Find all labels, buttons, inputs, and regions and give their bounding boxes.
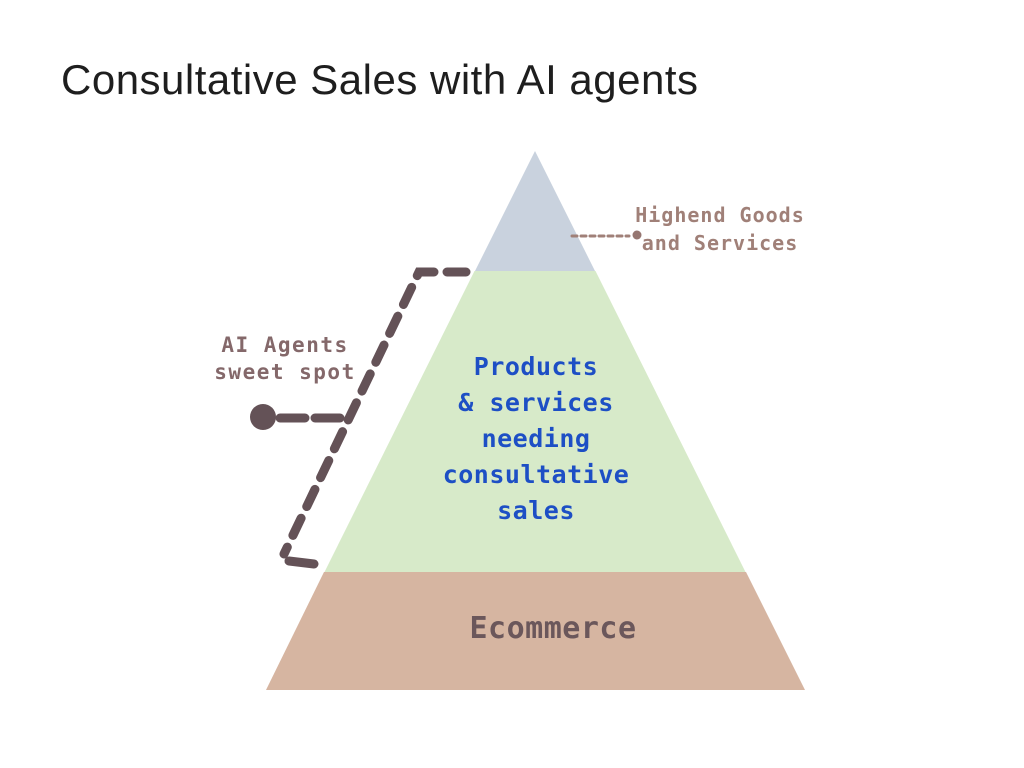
sweet-spot-dot (250, 404, 276, 430)
highend-label: Highend Goods and Services (570, 201, 870, 257)
sweet-spot-label-line2: sweet spot (214, 360, 356, 384)
tier-highend-shape (474, 151, 596, 272)
consultative-tier-line2: & services (458, 388, 614, 417)
consultative-tier-line5: sales (497, 496, 575, 525)
highend-label-line2: and Services (641, 231, 799, 255)
page-title: Consultative Sales with AI agents (61, 56, 699, 103)
consultative-tier-line1: Products (473, 352, 599, 381)
consultative-tier-line3: needing (481, 424, 591, 453)
sweet-spot-bracket-bottom-dash (284, 556, 319, 569)
tier-ecommerce-shape (266, 572, 805, 690)
consultative-tier-label: Products & services needing consultative… (386, 349, 686, 529)
sweet-spot-label-line1: AI Agents (221, 333, 349, 357)
highend-label-line1: Highend Goods (635, 203, 805, 227)
tier-consultative-shape (324, 271, 746, 573)
highend-leader-dot (632, 230, 642, 240)
consultative-tier-line4: consultative (442, 460, 630, 489)
sweet-spot-bracket-dashed-line (279, 267, 471, 559)
ecommerce-tier-label: Ecommerce (469, 611, 637, 646)
sweet-spot-label: AI Agents sweet spot (135, 332, 435, 386)
